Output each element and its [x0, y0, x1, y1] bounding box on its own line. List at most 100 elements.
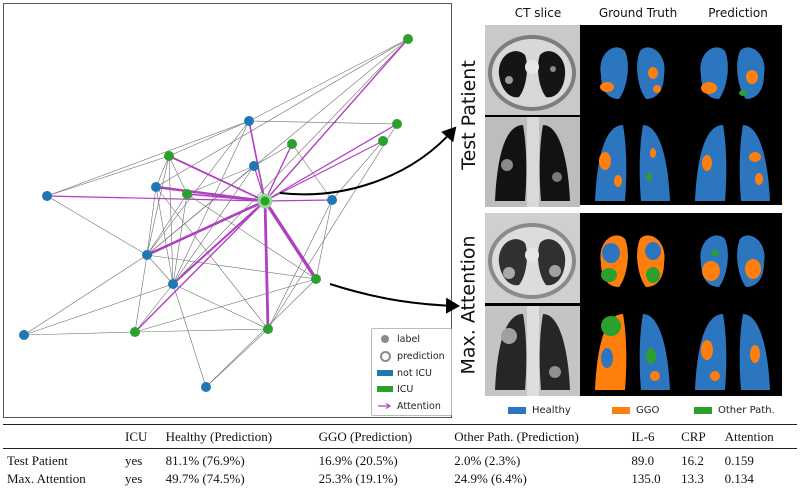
seg-legend-healthy-text: Healthy: [532, 404, 571, 416]
graph-edge: [23, 283, 174, 336]
graph-edge: [248, 38, 409, 122]
seg-legend-ggo-text: GGO: [636, 404, 660, 416]
graph-edge: [291, 143, 333, 201]
patient-node: [311, 274, 321, 284]
table-cell: yes: [125, 453, 143, 468]
patient-node: [19, 330, 29, 340]
ct-slice-header: CT slice: [514, 6, 562, 20]
icu-swatch-icon: [377, 386, 393, 392]
graph-edge: [267, 199, 333, 330]
attention-edge: [155, 186, 266, 202]
legend-label-row: label: [377, 332, 420, 346]
test-patient-row-label-box: Test Patient: [455, 24, 483, 206]
max-attention-ct-block: [485, 213, 782, 396]
patient-node: [151, 182, 161, 192]
attention-arrow-icon: [378, 402, 392, 410]
attention-edge: [263, 200, 270, 330]
graph-edge: [155, 186, 269, 330]
test-patient-gt-axial: [585, 25, 680, 115]
patient-node: [168, 279, 178, 289]
graph-edge: [168, 120, 250, 157]
legend-not-icu-text: not ICU: [397, 367, 432, 379]
graph-edge: [205, 278, 317, 388]
patient-node: [182, 189, 192, 199]
seg-legend-healthy: Healthy: [508, 403, 571, 417]
patient-node: [403, 34, 413, 44]
patient-node: [392, 119, 402, 129]
legend-icu-text: ICU: [397, 383, 414, 395]
attention-edge: [264, 140, 384, 202]
patient-node: [378, 136, 388, 146]
patient-node: [142, 250, 152, 260]
table-header-cell: Other Path. (Prediction): [450, 425, 628, 449]
table-cell: 2.0% (2.3%): [454, 453, 521, 468]
test-patient-pred-coronal: [685, 117, 780, 207]
test-patient-row-label: Test Patient: [458, 60, 480, 170]
graph-edge: [172, 283, 207, 388]
max-attention-gt-axial: [585, 213, 680, 303]
graph-edge: [146, 254, 174, 285]
patient-graph-panel: label prediction not ICU ICU Attention: [3, 3, 452, 418]
graph-edge: [315, 199, 333, 280]
patient-node: [263, 324, 273, 334]
table-cell: 13.3: [681, 471, 704, 486]
attention-edge: [264, 199, 333, 202]
attention-edge: [264, 38, 409, 202]
graph-edge: [172, 120, 250, 285]
max-attention-pred-coronal: [685, 306, 780, 396]
graph-edge: [146, 155, 170, 256]
graph-edge: [248, 120, 398, 125]
legend-label-text: label: [397, 333, 420, 345]
table-cell: 89.0: [631, 453, 655, 468]
ggo-swatch-icon: [612, 406, 630, 414]
attention-edge: [46, 195, 266, 202]
attention-edge: [248, 120, 266, 202]
table-header-row: ICU Healthy (Prediction) GGO (Prediction…: [3, 425, 797, 449]
graph-edge: [134, 283, 174, 333]
table-cell: Test Patient: [7, 453, 68, 468]
table-cell: 0.134: [724, 471, 754, 486]
table-cell: 16.9% (20.5%): [318, 453, 398, 468]
table-cell: 24.9% (6.4%): [454, 471, 527, 486]
table-header-cell: Healthy (Prediction): [161, 425, 315, 449]
patient-node: [287, 139, 297, 149]
attention-edge: [146, 199, 266, 257]
healthy-swatch-icon: [508, 406, 526, 414]
attention-edge: [264, 123, 398, 202]
patient-node: [164, 151, 174, 161]
test-patient-ct-block: [485, 25, 782, 207]
table-header-cell: [3, 425, 121, 449]
results-table: ICU Healthy (Prediction) GGO (Prediction…: [3, 425, 797, 488]
graph-edge: [46, 155, 170, 197]
attention-edge: [168, 155, 266, 202]
graph-edge: [146, 254, 317, 280]
graph-edge: [172, 283, 269, 330]
table-cell: 0.159: [724, 453, 754, 468]
table-top-rule: [3, 424, 797, 425]
patient-node: [244, 116, 254, 126]
legend-not-icu-row: not ICU: [377, 366, 432, 380]
table-cell: Max. Attention: [7, 471, 86, 486]
table-row: Test Patient yes 81.1% (76.9%) 16.9% (20…: [3, 449, 797, 471]
graph-edge: [134, 278, 317, 333]
max-attention-ct-axial: [485, 213, 580, 303]
test-patient-ct-axial: [485, 25, 580, 115]
table-header-cell: ICU: [121, 425, 162, 449]
max-attention-pred-axial: [685, 213, 780, 303]
max-attention-row-label-box: Max. Attention: [455, 214, 483, 396]
seg-legend-other-text: Other Path.: [718, 404, 775, 416]
legend-attention-text: Attention: [397, 400, 441, 412]
legend-attention-row: Attention: [377, 399, 441, 413]
table-header-cell: IL-6: [627, 425, 678, 449]
graph-edge: [46, 195, 148, 256]
prediction-ring-icon: [379, 350, 391, 362]
graph-edge: [205, 328, 269, 388]
table-header-cell: CRP: [677, 425, 721, 449]
seg-legend-ggo: GGO: [612, 403, 659, 417]
test-patient-node: [257, 193, 273, 209]
graph-legend: label prediction not ICU ICU Attention: [371, 328, 452, 416]
graph-edge: [23, 254, 148, 336]
attention-edge: [172, 200, 266, 285]
table-cell: 25.3% (19.1%): [318, 471, 398, 486]
graph-edge: [23, 331, 136, 336]
